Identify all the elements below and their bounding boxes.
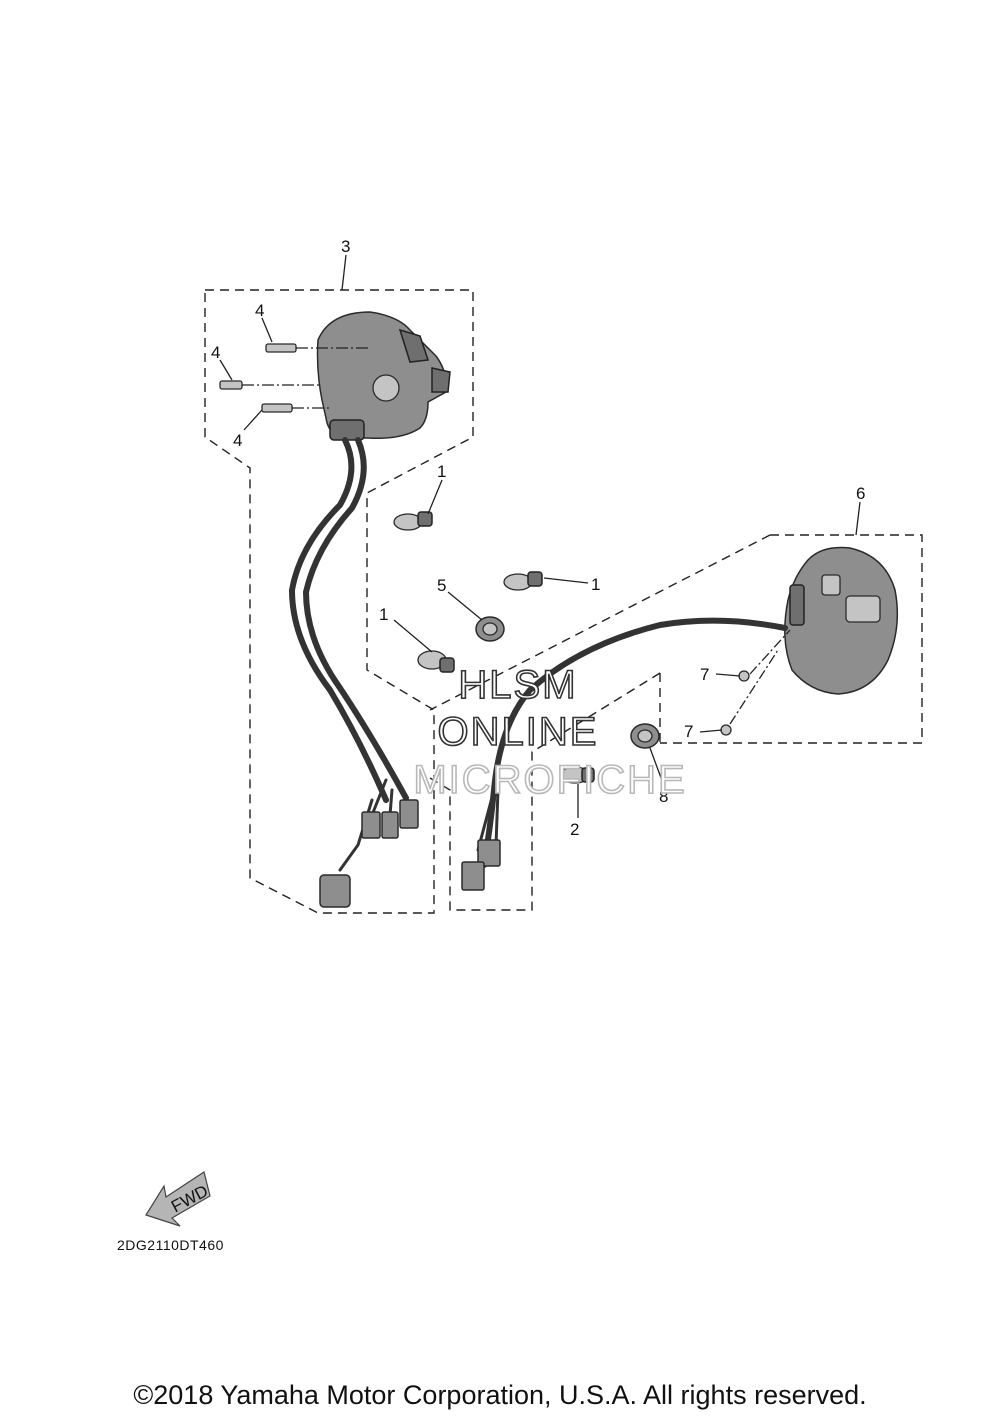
fwd-arrow-icon: FWD xyxy=(145,1171,211,1227)
group-6-boundary xyxy=(660,534,923,744)
leader-lines xyxy=(219,254,861,818)
right-handlebar-switch xyxy=(784,546,899,695)
group-3-boundary xyxy=(204,289,474,914)
group-8-boundary xyxy=(429,672,661,911)
screw-4-bottom xyxy=(261,403,330,413)
callout-8: 8 xyxy=(659,787,668,806)
callout-1-right: 1 xyxy=(591,575,600,594)
left-switch-harness xyxy=(288,437,419,908)
callout-4-bottom: 4 xyxy=(233,431,242,450)
callout-7-lower: 7 xyxy=(684,722,693,741)
copyright-notice: ©2018 Yamaha Motor Corporation, U.S.A. A… xyxy=(133,1380,867,1410)
screw-7-upper xyxy=(738,629,791,682)
wire-clamp-1-left xyxy=(417,650,455,673)
wire-clamp-2 xyxy=(560,766,595,784)
callout-5: 5 xyxy=(437,576,446,595)
wire-clamp-1-top xyxy=(393,511,433,531)
diagram-code: 2DG2110DT460 xyxy=(117,1237,224,1253)
callout-7-upper: 7 xyxy=(700,665,709,684)
callout-3: 3 xyxy=(341,237,350,256)
watermark-line-2: ONLINE xyxy=(438,710,599,754)
group-6-boundary-inner xyxy=(429,534,771,711)
watermark-line-1: HLSM xyxy=(458,663,577,707)
left-handlebar-switch xyxy=(316,311,451,441)
callout-4-top: 4 xyxy=(255,301,264,320)
callout-6: 6 xyxy=(856,484,865,503)
callout-1-top: 1 xyxy=(437,462,446,481)
collar-5 xyxy=(475,616,505,642)
callout-1-left: 1 xyxy=(379,605,388,624)
collar-8 xyxy=(630,723,660,749)
wire-clamp-1-right xyxy=(503,571,543,591)
right-switch-harness xyxy=(461,617,788,891)
screw-4-middle xyxy=(219,380,322,390)
callout-4-middle: 4 xyxy=(211,343,220,362)
callout-2: 2 xyxy=(570,820,579,839)
screw-7-lower xyxy=(720,649,779,736)
watermark-line-3: MICROFICHE xyxy=(413,758,686,802)
screw-4-top xyxy=(265,343,368,353)
